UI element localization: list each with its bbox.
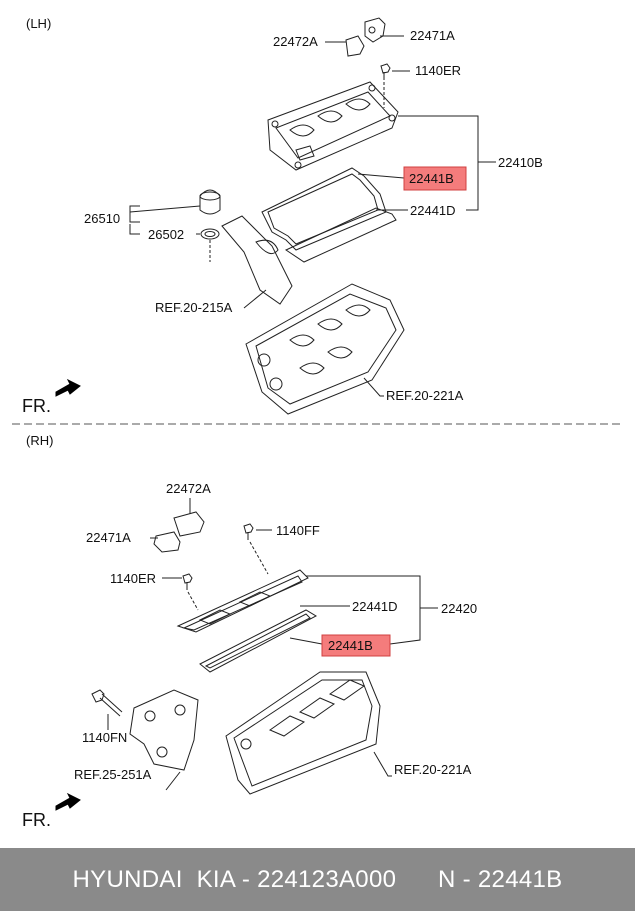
rh-bracket-part: [129, 689, 199, 771]
lh-ref-20-215a: REF.20-215A: [155, 300, 233, 315]
lh-gasket-part: [261, 167, 397, 263]
lh-valve-cover-part: [267, 81, 399, 171]
footer-brand: HYUNDAI: [72, 865, 183, 893]
lh-fr-label: FR.: [22, 396, 51, 416]
rh-sensor-22471a-part: [150, 498, 205, 553]
rh-ref-25-251a: REF.25-251A: [74, 767, 152, 782]
rh-section-label: (RH): [26, 433, 53, 448]
rh-part-1140fn: 1140FN: [82, 730, 127, 745]
rh-part-1140ff: 1140FF: [276, 523, 320, 538]
rh-fr-arrow-icon: [55, 792, 81, 811]
lh-oil-cap-part: [199, 189, 221, 262]
lh-part-26502: 26502: [148, 227, 184, 242]
part-number-footer: HYUNDAI KIA - 224123A000 N - 22441B: [0, 848, 635, 911]
rh-section: [55, 498, 438, 811]
rh-valve-cover-part: [176, 569, 309, 633]
rh-part-22472a: 22472A: [166, 481, 211, 496]
lh-bolt-1140er-part: [380, 63, 391, 108]
lh-fr-arrow-icon: [55, 378, 81, 397]
exploded-parts-diagram: (LH) 22472A 22471A 1140ER 22410B 22441B …: [12, 16, 623, 830]
rh-ref-20-221a: REF.20-221A: [394, 762, 472, 777]
rh-bolt-1140ff-part: [243, 523, 269, 575]
rh-part-22471a: 22471A: [86, 530, 131, 545]
lh-section: [55, 17, 496, 415]
footer-oem-number: KIA - 224123A000: [196, 865, 397, 893]
lh-hose-part: [221, 215, 293, 305]
lh-part-1140er: 1140ER: [415, 63, 461, 78]
rh-bolt-1140fn-part: [91, 689, 123, 717]
rh-part-22441b: 22441B: [328, 638, 373, 653]
lh-part-22471a: 22471A: [410, 28, 455, 43]
rh-fr-label: FR.: [22, 810, 51, 830]
rh-highlight-22441b: [321, 634, 391, 657]
lh-section-label: (LH): [26, 16, 51, 31]
lh-highlight-22441b: [403, 166, 467, 191]
lh-sensor-22471a-part: [345, 17, 386, 57]
footer-part-number: N - 22441B: [438, 865, 563, 893]
lh-part-22410b: 22410B: [498, 155, 543, 170]
lh-cylinder-head-part: [245, 283, 405, 415]
rh-part-22420: 22420: [441, 601, 477, 616]
rh-part-22441d: 22441D: [352, 599, 398, 614]
lh-part-22441d: 22441D: [410, 203, 456, 218]
lh-ref-20-221a: REF.20-221A: [386, 388, 464, 403]
rh-part-1140er: 1140ER: [110, 571, 156, 586]
lh-part-22472a: 22472A: [273, 34, 318, 49]
lh-part-26510: 26510: [84, 211, 120, 226]
lh-part-22441b: 22441B: [409, 171, 454, 186]
rh-cylinder-head-part: [225, 671, 381, 795]
rh-bolt-1140er-part: [182, 573, 199, 611]
rh-gasket-part: [199, 609, 318, 673]
